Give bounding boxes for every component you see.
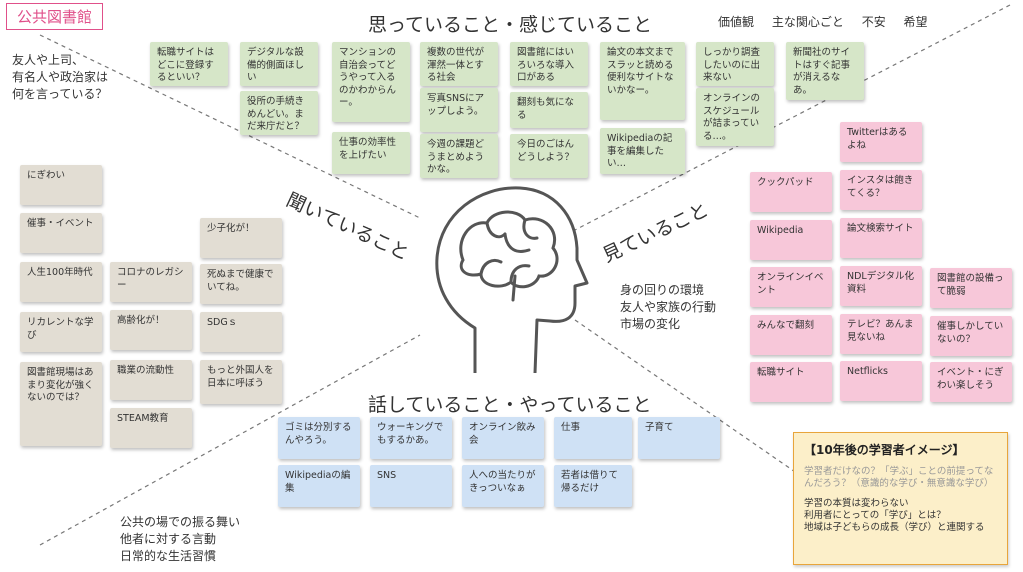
sticky-note: ウォーキングでもするかあ。 [370, 417, 452, 459]
sticky-note: 催事・イベント [20, 213, 102, 253]
sticky-note: 図書館にはいろいろな導入口がある [510, 42, 588, 86]
sticky-note: 子育て [638, 417, 720, 459]
sticky-note: しっかり調査したいのに出来ない [696, 42, 774, 86]
sticky-note: 人生100年時代 [20, 262, 102, 302]
legend-item: 主な関心ごと [771, 15, 844, 29]
sticky-note: もっと外国人を日本に呼ぼう [200, 360, 282, 404]
sticky-note: Wikipediaの記事を編集したい… [600, 128, 685, 174]
sticky-note: 翻刻も気になる [510, 92, 588, 128]
sticky-note: 役所の手続きめんどい。まだ来庁だと？ [240, 91, 318, 135]
note-top-left: 友人や上司、 有名人や政治家は 何を言っている？ [12, 53, 109, 101]
sticky-note: テレビ？あんま見ないね [840, 314, 922, 354]
sticky-note: Twitterはあるよね [840, 122, 922, 162]
sticky-note: Wikipediaの編集 [278, 465, 360, 507]
sticky-note: 論文の本文までスラッと読める便利なサイトないかなー。 [600, 42, 685, 120]
sticky-note: リカレントな学び [20, 312, 102, 352]
sticky-note: 図書館現場はあまり変化が強くないのでは？ [20, 362, 102, 446]
note-bottom-left: 公共の場での振る舞い 他者に対する言動 日常的な生活習慣 [120, 515, 241, 563]
sticky-note: 死ぬまで健康でいてね。 [200, 264, 282, 304]
legend-item: 不安 [861, 15, 886, 29]
sticky-note: みんなで翻刻 [750, 315, 832, 355]
legend: 価値観 主な関心ごと 不安 希望 [718, 13, 942, 30]
legend-item: 価値観 [718, 15, 755, 29]
sticky-note: STEAM教育 [110, 408, 192, 448]
sticky-note: SDGｓ [200, 312, 282, 352]
future-question: 学習者だけなの？「学ぶ」ことの前提ってなんだろう？（意識的な学び・無意識な学び） [804, 466, 994, 489]
sticky-note: Wikipedia [750, 220, 832, 260]
sticky-note: にぎわい [20, 165, 102, 205]
sticky-note: 今日のごはんどうしよう？ [510, 134, 588, 178]
sticky-note: 複数の世代が渾然一体とする社会 [420, 42, 498, 86]
sticky-note: 職業の流動性 [110, 360, 192, 400]
sticky-note: オンラインイベント [750, 267, 832, 307]
sticky-note: 人への当たりがきっついなぁ [462, 465, 544, 507]
sticky-note: マンションの自治会ってどうやって入るのかわからんー。 [332, 42, 410, 122]
legend-item: 希望 [903, 15, 928, 29]
sticky-note: ゴミは分別するんやろう。 [278, 417, 360, 459]
sticky-note: 催事しかしていないの？ [930, 316, 1012, 356]
sticky-note: コロナのレガシー [110, 262, 192, 302]
note-right: 身の回りの環境 友人や家族の行動 市場の変化 [620, 283, 717, 331]
sticky-note: 少子化が！ [200, 218, 282, 258]
sticky-note: クックパッド [750, 172, 832, 212]
sticky-note: 論文検索サイト [840, 218, 922, 258]
sticky-note: Netflicks [840, 361, 922, 401]
sticky-note: 写真SNSにアップしよう。 [420, 88, 498, 132]
head-brain-icon [435, 186, 589, 374]
sticky-note: SNS [370, 465, 452, 507]
sticky-note: 今週の課題どうまとめようかな。 [420, 134, 498, 178]
sticky-note: イベント・にぎわい楽しそう [930, 362, 1012, 402]
future-learner-box: 【10年後の学習者イメージ】 学習者だけなの？「学ぶ」ことの前提ってなんだろう？… [793, 432, 1008, 565]
sticky-note: デジタルな設備的側面ほしい [240, 42, 318, 86]
quadrant-bottom-label: 話していること・やっていること [368, 394, 652, 416]
sticky-note: NDLデジタル化資料 [840, 266, 922, 306]
sticky-note: 転職サイトはどこに登録するといい？ [150, 42, 228, 86]
page-title: 公共図書館 [6, 3, 104, 30]
sticky-note: 仕事の効率性を上げたい [332, 132, 410, 174]
sticky-note: オンラインのスケジュールが詰まっている…。 [696, 88, 774, 146]
sticky-note: 仕事 [554, 417, 632, 459]
sticky-note: オンライン飲み会 [462, 417, 544, 459]
sticky-note: 転職サイト [750, 362, 832, 402]
sticky-note: 高齢化が！ [110, 310, 192, 350]
sticky-note: 若者は借りて帰るだけ [554, 465, 632, 507]
sticky-note: 新聞社のサイトはすぐ記事が消えるなあ。 [786, 42, 864, 100]
sticky-note: 図書館の設備って脆弱 [930, 268, 1012, 308]
sticky-note: インスタは飽きてくる？ [840, 170, 922, 210]
quadrant-top-label: 思っていること・感じていること [368, 14, 653, 36]
future-points: 学習の本質は変わらない 利用者にとっての「学び」とは？ 地域は子どもらの成長（学… [804, 498, 985, 533]
future-title: 【10年後の学習者イメージ】 [804, 443, 965, 457]
